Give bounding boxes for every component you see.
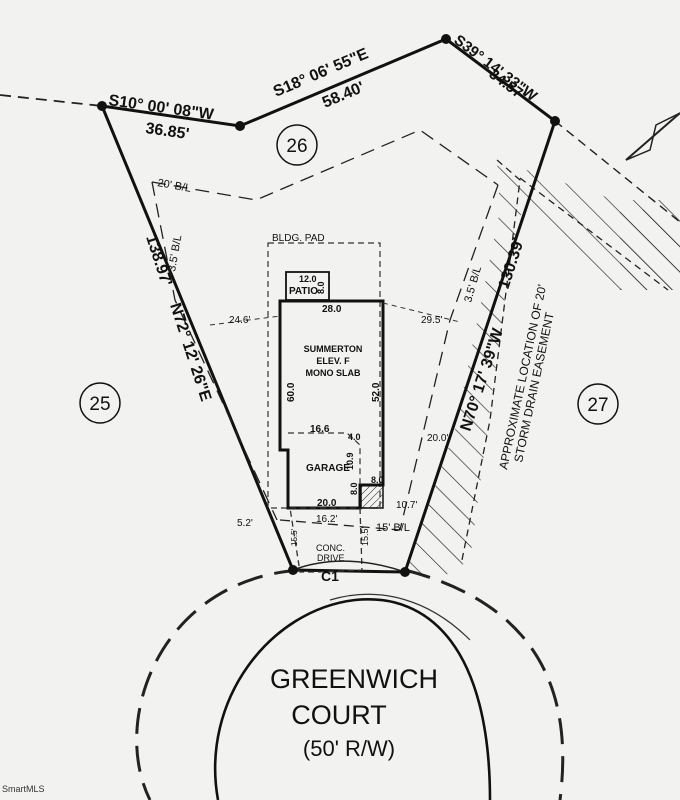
garage-notch-c: 8.0: [371, 475, 384, 485]
lot-circle-25: [79, 382, 121, 424]
setback-right: [399, 184, 499, 531]
storm-drain-easement: [405, 160, 680, 580]
curb-arc: [292, 560, 406, 573]
corner-pin: [97, 101, 107, 111]
house-bottom-width: 20.0: [317, 498, 337, 509]
patio-width: 12.0: [299, 274, 317, 284]
garage-label: GARAGE: [306, 463, 350, 474]
building-pad-label: BLDG. PAD: [272, 233, 325, 244]
corner-pin: [441, 34, 451, 44]
garage-width: 16.6: [310, 424, 330, 435]
watermark: SmartMLS: [2, 784, 45, 794]
adjacent-structure-2: [625, 112, 680, 161]
rear-lot-hatch: [620, 200, 680, 290]
setback-rear: [151, 129, 499, 201]
setback-right-label: 3.5' B/L: [462, 265, 484, 304]
easement-edge-right: [519, 177, 669, 291]
front-right-offset: 10.7': [396, 500, 417, 511]
garage-side: 8.0: [349, 482, 359, 495]
house-left-depth: 60.0: [286, 382, 297, 402]
street-name-2: COURT: [291, 700, 387, 730]
lot-number-26: 26: [286, 136, 307, 157]
offset-right-label: 29.5': [421, 315, 442, 326]
drive-label-2: DRIVE: [317, 553, 345, 563]
drive-length-left: 15.5': [290, 528, 299, 546]
easement-boundary-dash: [461, 159, 521, 561]
corner-pin: [288, 565, 298, 575]
offset-left-label: 24.6': [229, 315, 250, 326]
drive-label-1: CONC.: [316, 543, 345, 553]
distance-top-left: 36.85': [144, 120, 190, 143]
setback-front: [279, 519, 401, 531]
house-model-name: SUMMERTON: [304, 344, 363, 354]
front-left-offset: 5.2': [237, 518, 253, 529]
stoop: [360, 484, 384, 509]
lot-circle-27: [577, 383, 619, 425]
corner-pin: [550, 116, 560, 126]
setback-left: [151, 181, 278, 521]
bearing-top-left: S10° 00' 08"W: [107, 92, 215, 124]
easement-width-label: 20.0': [427, 433, 448, 444]
lot-number-25: 25: [89, 394, 110, 415]
corner-pin: [400, 567, 410, 577]
curb-return: [329, 593, 471, 641]
house-top-width: 28.0: [322, 304, 342, 315]
lot-number-27: 27: [587, 395, 608, 416]
patio-depth: 8.0: [316, 281, 326, 294]
setback-rear-label: 20' B/L: [156, 177, 191, 195]
garage-notch-a: 4.0: [348, 432, 361, 442]
drive-width: 16.2': [316, 514, 337, 525]
drive-length-right: 15.5': [360, 526, 370, 546]
street-row: (50' R/W): [303, 736, 395, 761]
corner-pin: [235, 121, 245, 131]
garage-notch-b: 10.9: [345, 452, 355, 470]
curve-label: C1: [321, 568, 339, 584]
street-name-1: GREENWICH: [270, 664, 438, 694]
adjacent-boundary-line: [0, 94, 103, 107]
house-right-depth: 52.0: [371, 382, 382, 402]
street-row-dashed: [135, 568, 565, 800]
concrete-drive: [289, 507, 363, 573]
adjacent-boundary-line-right: [554, 120, 680, 223]
house-elevation: ELEV. F: [316, 356, 350, 366]
setback-front-label: 15' B/L: [376, 522, 410, 534]
house-slab: MONO SLAB: [306, 368, 361, 378]
offset-right-dim: [382, 302, 461, 323]
offset-left-dim: [209, 315, 281, 326]
house-footprint: [278, 299, 385, 510]
lot-circle-26: [276, 124, 318, 166]
setback-left-label: 3.5' B/L: [166, 234, 184, 272]
patio-label: PATIO: [289, 286, 318, 297]
street-pavement-edge: [213, 597, 492, 800]
